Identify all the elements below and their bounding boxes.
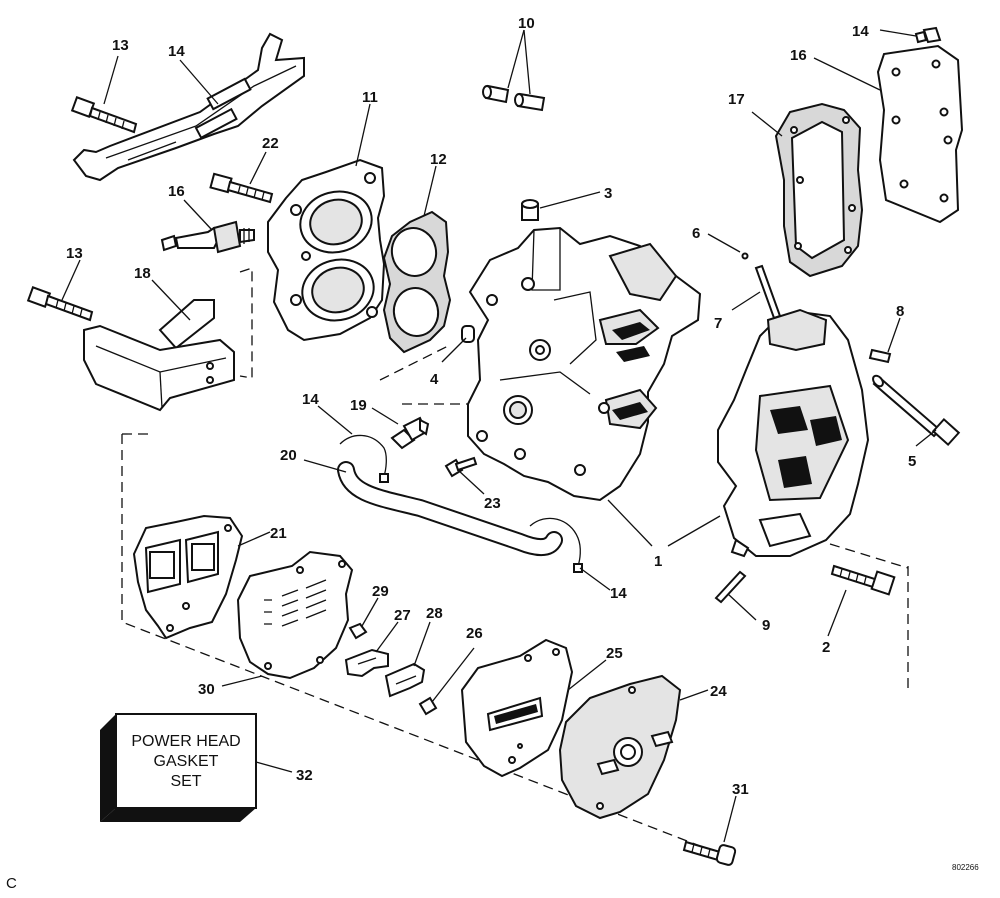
part-31-nut bbox=[348, 622, 368, 640]
callout-15: 14 bbox=[168, 43, 185, 60]
callout-5: 5 bbox=[908, 453, 916, 470]
callout-24: 22 bbox=[262, 135, 279, 152]
callout-18: 16 bbox=[790, 47, 807, 64]
part-23-gasket bbox=[132, 514, 244, 640]
callout-4: 4 bbox=[430, 371, 439, 388]
callout-29: 27 bbox=[394, 607, 411, 624]
callout-12: 12 bbox=[430, 151, 447, 168]
gasket-box-line3: SET bbox=[170, 773, 201, 790]
callout-30: 28 bbox=[426, 605, 443, 622]
callout-33: 31 bbox=[732, 781, 749, 798]
part-17-spark-plug bbox=[160, 220, 255, 254]
part-8-pin bbox=[868, 348, 892, 364]
callout-11: 11 bbox=[362, 89, 378, 106]
part-4-pin bbox=[461, 325, 475, 343]
gasket-box-line1: POWER HEAD bbox=[131, 733, 240, 750]
callout-1: 1 bbox=[654, 553, 662, 570]
part-7-pin bbox=[754, 264, 782, 320]
callout-20: 18 bbox=[134, 265, 151, 282]
figure-letter: C bbox=[6, 875, 17, 892]
part-11-cylinder-head bbox=[267, 158, 386, 342]
part-15-cover bbox=[72, 32, 305, 182]
part-5-bolt bbox=[872, 374, 961, 447]
callout-8: 8 bbox=[896, 303, 904, 320]
callout-27: 25 bbox=[606, 645, 623, 662]
callout-13-upper: 13 bbox=[112, 37, 129, 54]
part-13-bolt-lower bbox=[26, 286, 94, 322]
part-14-clip-lower bbox=[529, 517, 583, 573]
part-19-cover-gasket bbox=[774, 102, 864, 278]
callout-3: 3 bbox=[604, 185, 612, 202]
part-16-screw bbox=[914, 26, 942, 44]
part-25-screw bbox=[444, 456, 478, 478]
callout-9: 9 bbox=[762, 617, 770, 634]
callout-22: 20 bbox=[280, 447, 297, 464]
callout-16: 14 bbox=[852, 23, 869, 40]
part-21-fitting bbox=[390, 416, 430, 450]
callout-19: 17 bbox=[728, 91, 745, 108]
part-1-crankcase-half bbox=[717, 308, 870, 558]
part-34-gasket-set-box bbox=[100, 713, 257, 822]
part-29-reed-stop bbox=[344, 648, 389, 678]
callout-6: 6 bbox=[692, 225, 700, 242]
callout-25: 23 bbox=[484, 495, 501, 512]
part-24-bolt bbox=[209, 172, 274, 204]
part-1-cylinder-block bbox=[467, 226, 702, 502]
callout-32: 30 bbox=[198, 681, 215, 698]
part-32-reed-plate bbox=[236, 550, 354, 680]
callout-14-lower: 14 bbox=[610, 585, 627, 602]
callout-28: 26 bbox=[466, 625, 483, 642]
callout-26: 24 bbox=[710, 683, 727, 700]
callout-21: 19 bbox=[350, 397, 367, 414]
part-20-bracket bbox=[83, 299, 235, 412]
callout-14-upper: 14 bbox=[302, 391, 319, 408]
callout-17: 16 bbox=[168, 183, 185, 200]
drawing-number: 802266 bbox=[952, 863, 979, 872]
callout-23: 21 bbox=[270, 525, 287, 542]
part-33-screw bbox=[682, 840, 737, 866]
part-30-reed-stop bbox=[384, 662, 426, 698]
callout-10: 10 bbox=[518, 15, 535, 32]
part-22-hose bbox=[337, 461, 563, 556]
part-10-dowels bbox=[482, 84, 546, 112]
part-2-bolt bbox=[830, 564, 896, 596]
callout-13-lower: 13 bbox=[66, 245, 83, 262]
part-26-intake-cover bbox=[558, 674, 682, 820]
part-6-ball bbox=[741, 252, 749, 260]
callout-numbers: 13 14 10 11 12 22 16 13 18 3 4 6 7 8 5 1… bbox=[66, 15, 916, 798]
part-9-pin bbox=[714, 570, 747, 604]
part-27-reed-plate bbox=[460, 638, 574, 778]
callout-31: 29 bbox=[372, 583, 389, 600]
part-18-cover-plate bbox=[876, 44, 964, 224]
leader-lines bbox=[61, 29, 937, 843]
callout-2: 2 bbox=[822, 639, 830, 656]
part-12-head-gasket bbox=[382, 210, 452, 354]
callout-7: 7 bbox=[714, 315, 722, 332]
part-14-clip-upper bbox=[339, 434, 389, 483]
part-3-plug bbox=[521, 199, 539, 221]
part-13-bolt-upper bbox=[70, 96, 138, 134]
gasket-box-line2: GASKET bbox=[154, 753, 219, 770]
callout-34: 32 bbox=[296, 767, 313, 784]
